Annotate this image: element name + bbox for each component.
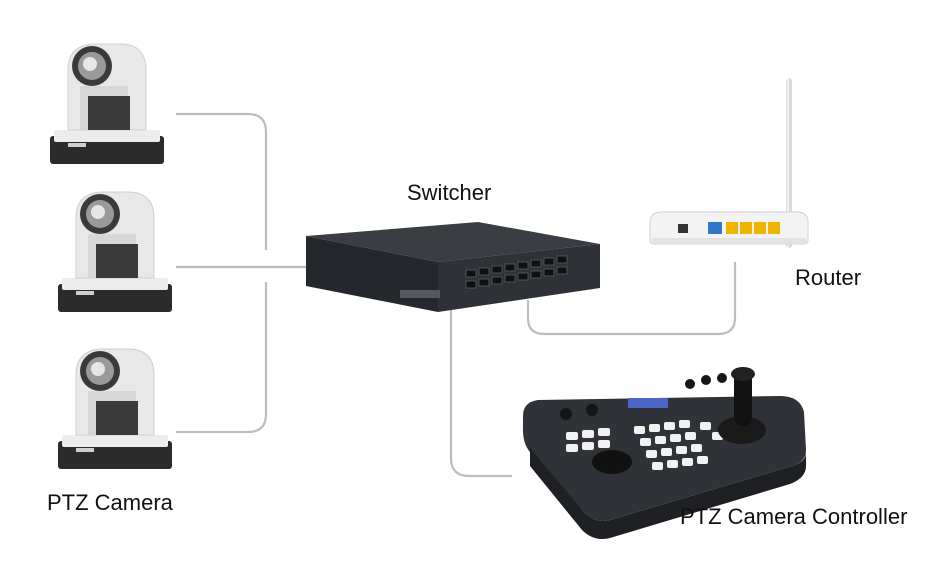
cable-camera-3-switch (176, 282, 268, 434)
cables (176, 112, 737, 478)
controller-device (523, 367, 806, 539)
ptz-camera-3 (58, 348, 172, 469)
cable-switch-router (526, 262, 737, 336)
ptz-camera-2 (58, 191, 172, 312)
cable-switch-controller (449, 310, 512, 478)
router-label: Router (795, 265, 862, 290)
switch-ports (465, 255, 568, 289)
controller-label: PTZ Camera Controller (680, 504, 908, 529)
ptz-camera-1 (50, 43, 164, 164)
router-device (649, 78, 809, 248)
switcher-label: Switcher (407, 180, 492, 205)
switcher-device (306, 222, 600, 312)
cable-camera-1-switch (176, 112, 268, 250)
ptz-camera-label: PTZ Camera (47, 490, 173, 515)
